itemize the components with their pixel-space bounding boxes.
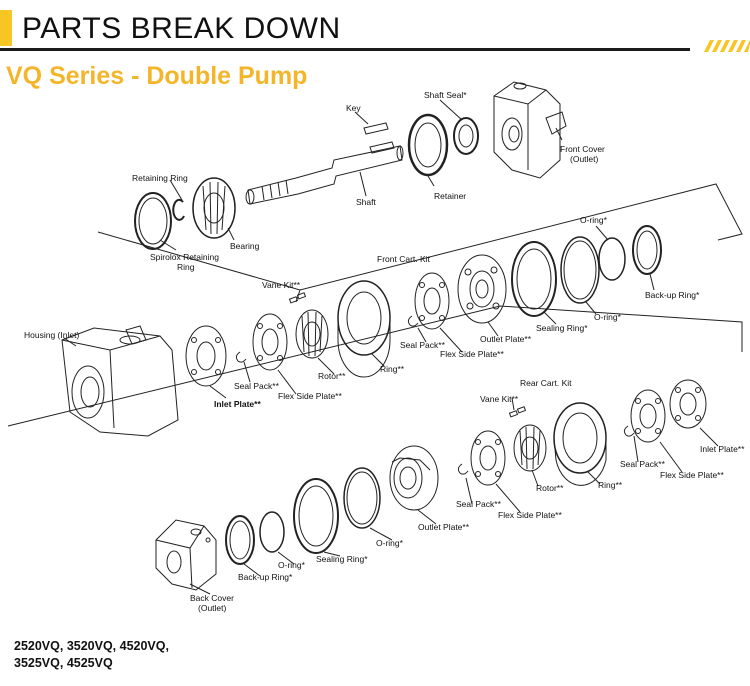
label-seal-pack-4: Seal Pack**: [456, 499, 502, 509]
label-flex-side-plate-2: Flex Side Plate**: [278, 391, 342, 401]
seal-pack-3-part: [623, 425, 635, 437]
label-bearing: Bearing: [230, 241, 260, 251]
series-subtitle: VQ Series - Double Pump: [6, 62, 308, 90]
inlet-plate-1-part: [185, 325, 227, 387]
label-retainer: Retainer: [434, 191, 466, 201]
label-flex-side-plate-3: Flex Side Plate**: [660, 470, 724, 480]
label-spirolox-1: Spirolox Retaining: [150, 252, 219, 262]
label-sealing-ring-1: Sealing Ring*: [536, 323, 588, 333]
seal-pack-4-part: [457, 463, 469, 475]
model-list-line-1: 2520VQ, 3520VQ, 4520VQ,: [14, 639, 169, 653]
label-ring-2: Ring**: [598, 480, 623, 490]
o-ring-2-part: [560, 236, 600, 304]
retaining-ring-part: [172, 198, 185, 221]
model-list: 2520VQ, 3520VQ, 4520VQ, 3525VQ, 4525VQ: [14, 638, 169, 672]
o-ring-4-part: [259, 511, 285, 553]
flex-side-plate-3-part: [630, 389, 666, 443]
retainer-part: [407, 113, 449, 177]
bearing-part: [192, 177, 236, 239]
label-inlet-plate-2: Inlet Plate**: [700, 444, 745, 454]
exploded-parts-diagram: Key Shaft Seal* Front Cover (Outlet) Ret…: [7, 81, 745, 613]
key-part: [363, 122, 395, 154]
shaft-seal-part: [453, 117, 479, 155]
spirolox-ring-part: [134, 192, 172, 250]
label-front-cart-kit: Front Cart. Kit: [377, 254, 431, 264]
housing-inlet-part: [61, 325, 179, 437]
label-vane-kit-2: Vane Kit**: [480, 394, 519, 404]
label-backup-ring-2: Back-up Ring*: [238, 572, 293, 582]
label-front-cover-sub: (Outlet): [570, 154, 599, 164]
label-outlet-plate-1: Outlet Plate**: [480, 334, 532, 344]
label-inlet-plate-1: Inlet Plate**: [214, 399, 261, 409]
label-back-cover: Back Cover: [190, 593, 234, 603]
seal-pack-2-part: [235, 351, 247, 363]
label-front-cover: Front Cover: [560, 144, 605, 154]
label-flex-side-plate-4: Flex Side Plate**: [498, 510, 562, 520]
sealing-ring-2-part: [293, 478, 339, 554]
header-stripes-decoration: [704, 40, 750, 52]
label-seal-pack-3: Seal Pack**: [620, 459, 666, 469]
label-o-ring-4: O-ring*: [278, 560, 306, 570]
ring-2-part: [553, 402, 607, 486]
seal-pack-1-part: [407, 315, 419, 327]
flex-side-plate-4-part: [470, 430, 506, 486]
label-o-ring-2: O-ring*: [594, 312, 622, 322]
label-ring-1: Ring**: [380, 364, 405, 374]
rotor-1-part: [295, 309, 329, 359]
flex-side-plate-1-part: [414, 272, 450, 330]
label-retaining-ring: Retaining Ring: [132, 173, 188, 183]
back-cover-part: [155, 519, 217, 591]
label-flex-side-plate-1: Flex Side Plate**: [440, 349, 504, 359]
outlet-plate-2-part: [389, 445, 439, 511]
label-o-ring-3: O-ring*: [376, 538, 404, 548]
label-backup-ring-1: Back-up Ring*: [645, 290, 700, 300]
label-back-cover-sub: (Outlet): [198, 603, 227, 613]
section-divider-2: [7, 305, 743, 427]
label-rotor-2: Rotor**: [536, 483, 564, 493]
rotor-2-part: [513, 424, 547, 472]
label-outlet-plate-2: Outlet Plate**: [418, 522, 470, 532]
label-sealing-ring-2: Sealing Ring*: [316, 554, 368, 564]
label-housing-inlet: Housing (Inlet): [24, 330, 79, 340]
label-rotor-1: Rotor**: [318, 371, 346, 381]
label-shaft-seal: Shaft Seal*: [424, 90, 467, 100]
label-key: Key: [346, 103, 361, 113]
vane-kit-2-part: [508, 406, 527, 418]
o-ring-3-part: [343, 467, 381, 529]
shaft-part: [245, 145, 404, 205]
label-spirolox-2: Ring: [177, 262, 195, 272]
backup-ring-1-part: [632, 225, 662, 275]
outlet-plate-1-part: [457, 254, 507, 324]
label-rear-cart-kit: Rear Cart. Kit: [520, 378, 572, 388]
backup-ring-2-part: [225, 515, 255, 565]
model-list-line-2: 3525VQ, 4525VQ: [14, 656, 113, 670]
label-seal-pack-1: Seal Pack**: [400, 340, 446, 350]
header-underline: [0, 48, 690, 51]
o-ring-top-part: [598, 237, 626, 281]
label-shaft: Shaft: [356, 197, 376, 207]
front-cover-part: [493, 81, 567, 179]
section-divider-1: [97, 183, 743, 291]
label-o-ring-top: O-ring*: [580, 215, 608, 225]
label-vane-kit-1: Vane Kit**: [262, 280, 301, 290]
inlet-plate-2-part: [669, 379, 707, 429]
flex-side-plate-2-part: [252, 313, 288, 371]
label-seal-pack-2: Seal Pack**: [234, 381, 280, 391]
page-title: PARTS BREAK DOWN: [22, 12, 341, 45]
sealing-ring-1-part: [511, 241, 557, 317]
header-accent-bar: [0, 10, 12, 46]
ring-1-part: [337, 280, 391, 378]
